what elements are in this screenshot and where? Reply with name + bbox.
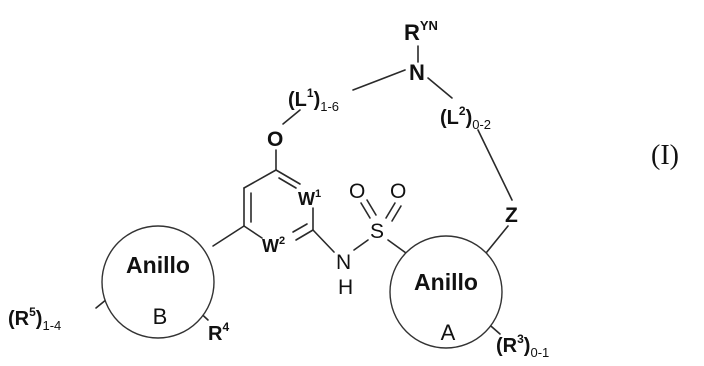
bond-c2-nh — [312, 229, 335, 253]
bond-n-l1 — [352, 69, 406, 91]
ring-b-circle — [101, 225, 215, 339]
atom-w1: W1 — [298, 188, 321, 209]
bond-ring-c6-w1-double — [278, 177, 297, 189]
bond-ring-c6-w1 — [275, 169, 301, 185]
substituent-r5: (R5)1-4 — [8, 305, 61, 333]
atom-ryn-sup: YN — [420, 18, 438, 33]
atom-n-amine: N — [409, 60, 425, 85]
atom-n-sulfonamide: N — [336, 251, 351, 274]
atom-ryn: RYN — [404, 18, 438, 45]
atom-l2: (L2)0-2 — [440, 104, 491, 132]
ring-a-circle — [389, 235, 503, 349]
atom-o-ether: O — [267, 128, 283, 151]
atom-o-right: O — [390, 180, 406, 203]
atom-labels: RYN N (L1)1-6 (L2)0-2 O W1 W2 O O S N H … — [262, 18, 518, 299]
bond-pyrimidine-ring-b — [212, 225, 245, 247]
bond-s-o-left-double — [366, 199, 377, 216]
formula-label: (I) — [651, 140, 679, 171]
bond-s-ring-a — [387, 239, 407, 254]
bond-l1-o — [282, 109, 301, 125]
ring-b-name: Anillo — [126, 252, 190, 278]
bond-ring-w2-c2-double — [292, 223, 308, 233]
atom-l1: (L1)1-6 — [288, 86, 339, 114]
bond-nh-s — [353, 239, 369, 251]
bond-ring-c4-w2 — [243, 225, 263, 239]
bond-s-o-right — [385, 202, 396, 219]
ring-b-letter: B — [153, 304, 168, 329]
ring-b: Anillo B — [101, 225, 215, 339]
bond-ring-w2-c2 — [295, 229, 314, 241]
atom-s: S — [370, 220, 384, 243]
substituent-labels: (R5)1-4 R4 (R3)0-1 — [8, 305, 549, 360]
substituent-r4: R4 — [208, 320, 229, 345]
atom-h-sulfonamide: H — [338, 276, 353, 299]
ring-a: Anillo A — [389, 235, 503, 349]
substituent-r3: (R3)0-1 — [496, 332, 549, 360]
ring-a-name: Anillo — [414, 269, 478, 295]
ring-a-letter: A — [441, 320, 456, 345]
bond-l2-z — [477, 129, 513, 201]
bond-n-l2 — [427, 77, 453, 99]
atom-z: Z — [505, 204, 518, 227]
bond-ring-c6-c5 — [243, 169, 277, 189]
bond-s-o-right-double — [391, 205, 402, 222]
atom-w2: W2 — [262, 235, 285, 256]
atom-ryn-main: R — [404, 20, 420, 45]
bond-s-o-left — [360, 202, 371, 219]
atom-o-left: O — [349, 180, 365, 203]
